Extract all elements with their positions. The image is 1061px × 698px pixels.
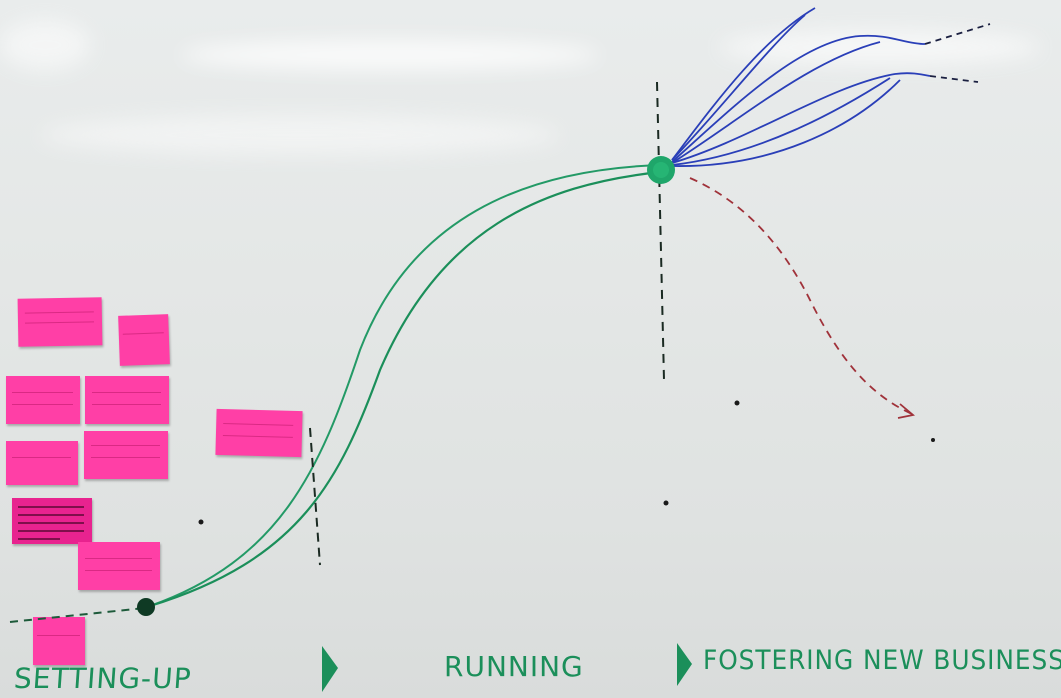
sticky-note — [33, 617, 85, 665]
blue-branch-curves — [671, 7, 931, 167]
decline-dashed-curve — [689, 177, 913, 415]
sticky-note — [78, 542, 160, 590]
baseline-dashed-line — [9, 607, 146, 623]
marker-dot — [734, 400, 740, 406]
marker-dot — [663, 500, 669, 506]
decline-arrowhead — [897, 403, 916, 419]
light-reflection — [180, 40, 600, 70]
light-reflection — [40, 115, 560, 155]
green-triangle-arrow-icon — [677, 643, 692, 686]
phase-label-running: RUNNING — [444, 650, 584, 683]
marker-dot — [931, 438, 935, 442]
phase-label-setup: SETTING-UP — [12, 662, 193, 695]
green-triangle-arrow-icon — [322, 646, 338, 692]
growth-s-curve-lower — [149, 170, 661, 608]
phase-divider-running-fostering — [656, 81, 665, 381]
sticky-note — [6, 441, 78, 485]
blue-extension-dashed — [924, 23, 991, 45]
sticky-note — [85, 376, 169, 424]
sticky-note — [84, 431, 168, 479]
blue-extension-dashed — [929, 75, 979, 83]
start-node — [137, 598, 155, 616]
sticky-note — [6, 376, 80, 424]
phase-divider-setup-running — [309, 427, 321, 566]
light-reflection — [0, 20, 90, 70]
sticky-note-handwritten — [12, 498, 92, 544]
marker-dot — [198, 519, 204, 525]
phase-label-fostering: FOSTERING NEW BUSINESSES — [703, 645, 1061, 676]
growth-s-curve-upper — [149, 164, 661, 607]
